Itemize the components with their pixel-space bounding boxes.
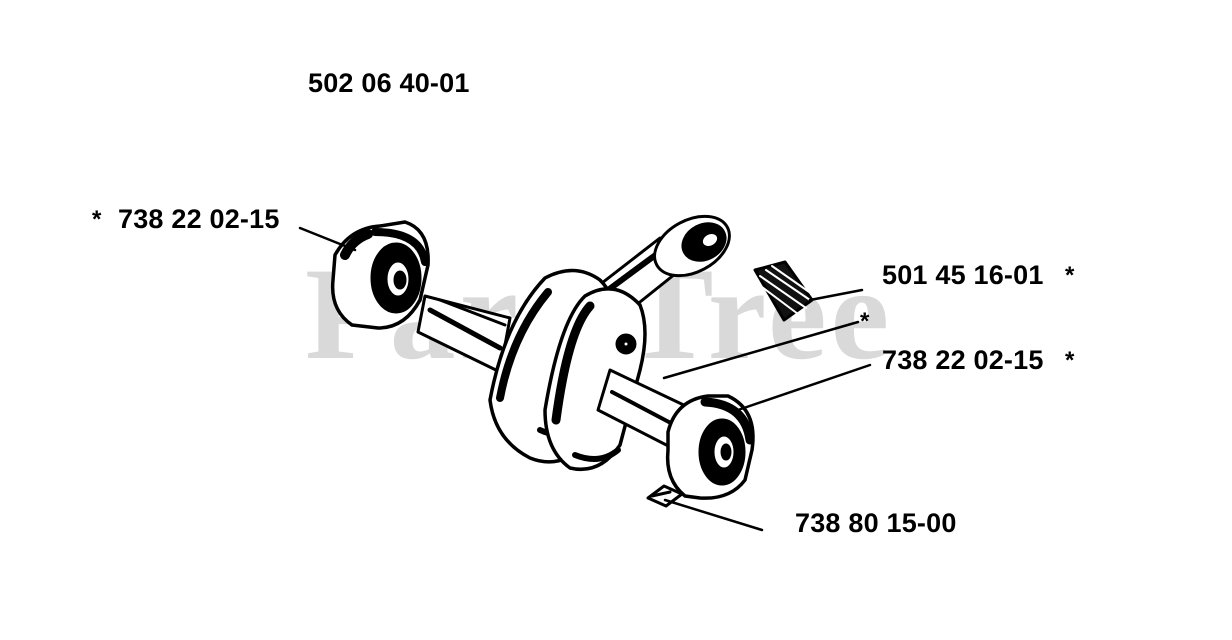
leader-needle-bearing bbox=[808, 288, 864, 302]
leader-bearing-right bbox=[736, 363, 872, 412]
leader-bearing-left bbox=[298, 226, 357, 252]
part-label-bearing-right[interactable]: 738 22 02-15 bbox=[882, 345, 1044, 375]
left-main-bearing bbox=[330, 220, 430, 330]
left-shaft bbox=[416, 294, 512, 374]
leader-key bbox=[663, 498, 764, 532]
part-label-bearing-left[interactable]: 738 22 02-15 bbox=[118, 204, 280, 234]
needle-bearing bbox=[753, 260, 814, 322]
asterisk-crank-mark: * bbox=[860, 308, 870, 335]
right-main-bearing bbox=[665, 394, 755, 500]
asterisk-bearing-right: * bbox=[1065, 347, 1075, 374]
leader-asterisk-mark bbox=[662, 320, 860, 380]
part-label-assembly[interactable]: 502 06 40-01 bbox=[308, 68, 470, 98]
asterisk-needle-bearing: * bbox=[1065, 262, 1075, 289]
part-label-key[interactable]: 738 80 15-00 bbox=[795, 508, 957, 538]
asterisk-bearing-left: * bbox=[92, 206, 102, 233]
crank-web-front bbox=[543, 287, 647, 471]
part-label-needle-bearing[interactable]: 501 45 16-01 bbox=[882, 260, 1044, 290]
woodruff-key bbox=[646, 484, 684, 508]
leader-lines bbox=[298, 226, 872, 532]
